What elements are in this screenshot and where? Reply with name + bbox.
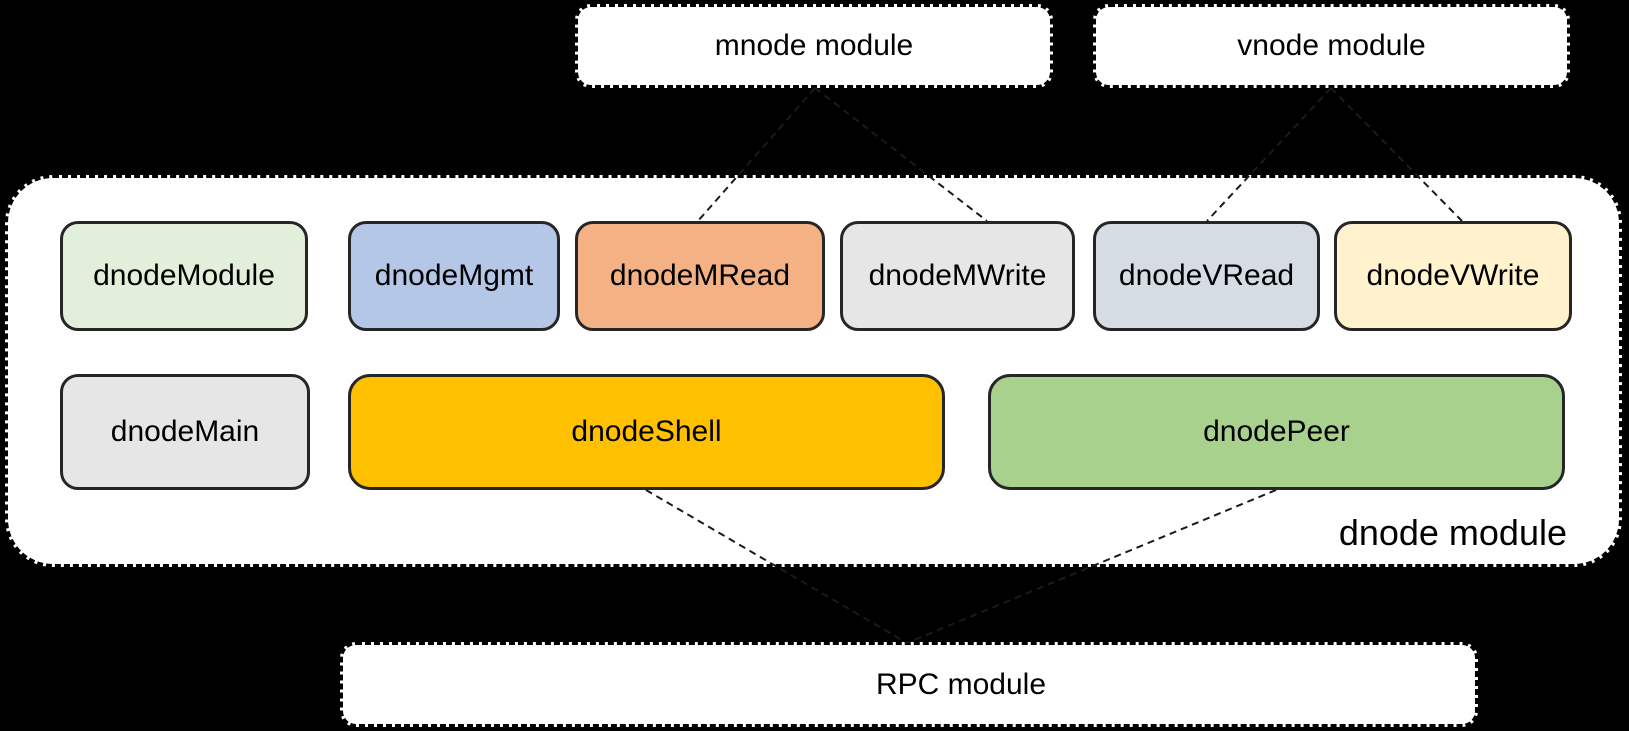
node-dnodeVRead: dnodeVRead	[1093, 221, 1320, 331]
node-dnodePeer-label: dnodePeer	[1203, 415, 1350, 448]
rpc-module-box: RPC module	[340, 642, 1478, 727]
node-dnodeShell: dnodeShell	[348, 374, 945, 490]
node-dnodeShell-label: dnodeShell	[571, 415, 722, 448]
node-dnodeMRead: dnodeMRead	[575, 221, 825, 331]
dnode-module-label: dnode module	[1338, 512, 1567, 553]
node-dnodeMain: dnodeMain	[60, 374, 310, 490]
node-dnodeVWrite: dnodeVWrite	[1334, 221, 1572, 331]
node-dnodeMain-label: dnodeMain	[110, 415, 260, 448]
node-dnodeModule: dnodeModule	[60, 221, 308, 331]
vnode-module-label: vnode module	[1237, 29, 1426, 62]
node-dnodeMWrite: dnodeMWrite	[840, 221, 1075, 331]
mnode-module-box: mnode module	[575, 4, 1053, 88]
node-dnodeMgmt: dnodeMgmt	[348, 221, 560, 331]
node-dnodePeer: dnodePeer	[988, 374, 1565, 490]
vnode-module-box: vnode module	[1093, 4, 1570, 88]
node-dnodeVWrite-label: dnodeVWrite	[1366, 259, 1540, 292]
node-dnodeMWrite-label: dnodeMWrite	[868, 259, 1047, 292]
node-dnodeMgmt-label: dnodeMgmt	[374, 259, 534, 292]
node-dnodeMRead-label: dnodeMRead	[609, 259, 791, 292]
node-dnodeModule-label: dnodeModule	[93, 259, 275, 292]
rpc-module-label: RPC module	[875, 667, 1047, 701]
mnode-module-label: mnode module	[714, 29, 914, 62]
node-dnodeVRead-label: dnodeVRead	[1118, 259, 1295, 292]
